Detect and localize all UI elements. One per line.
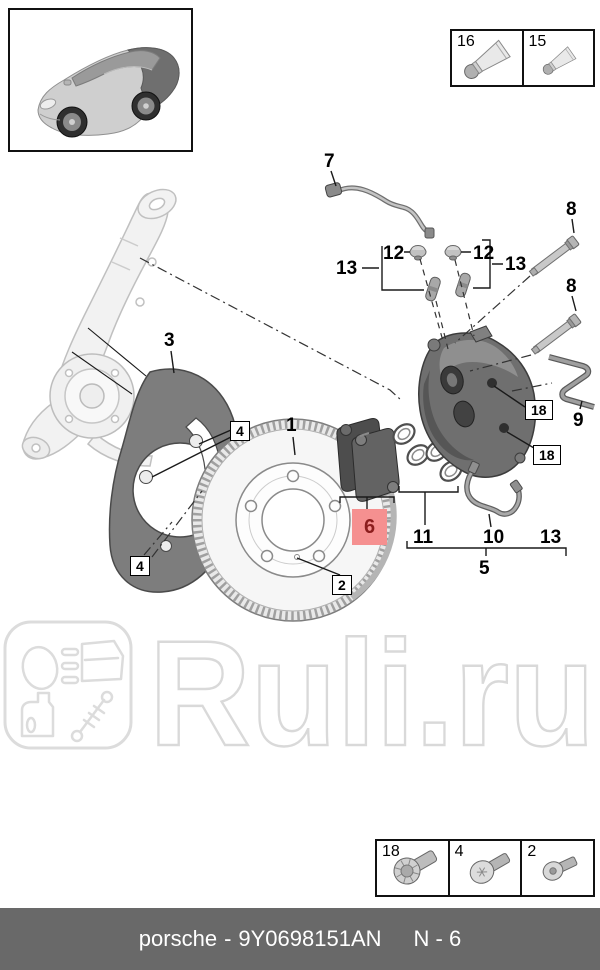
- callout-8: 8: [566, 199, 577, 220]
- legend-cell-15: 15: [524, 31, 594, 85]
- callout-12: 12: [473, 243, 495, 264]
- callout-10: 10: [483, 527, 505, 548]
- footer-separator: -: [224, 926, 232, 951]
- pin-guide-dashed-lines: [419, 258, 475, 350]
- brake-hose: [464, 460, 523, 517]
- callout-4-boxed: 4: [230, 421, 250, 441]
- guide-pin-cap: [409, 245, 427, 261]
- guide-pin-cap: [444, 245, 462, 261]
- grease-tube-small-icon: [542, 46, 576, 75]
- callout-18-boxed: 18: [525, 400, 553, 420]
- legend-cell-4: 4: [450, 841, 523, 895]
- wheel-bolt-holes: [244, 469, 342, 563]
- brake-caliper: [418, 325, 537, 478]
- callout-7: 7: [324, 151, 335, 172]
- legend-ref: 2: [527, 843, 537, 860]
- caliper-bolt-hole: [499, 423, 509, 433]
- legend-cell-2: 2: [522, 841, 593, 895]
- lubricant-legend: 16 15: [450, 29, 595, 87]
- callout-3: 3: [164, 330, 175, 351]
- callout-6-highlighted: 6: [352, 509, 388, 545]
- callout-13: 13: [540, 527, 562, 548]
- legend-ref: 4: [454, 843, 464, 860]
- footer-part-number: 9Y0698151AN: [238, 926, 382, 951]
- retaining-spring: [548, 354, 595, 410]
- brake-pads: [336, 418, 400, 502]
- legend-cell-16: 16: [452, 31, 524, 85]
- screw-legend: 18 4 2: [375, 839, 595, 897]
- callout-18-boxed: 18: [533, 445, 561, 465]
- callout-5: 5: [479, 558, 490, 579]
- callout-1: 1: [286, 415, 297, 436]
- callout-11: 11: [413, 527, 434, 548]
- leader-lines: [71, 170, 583, 576]
- assembly-axis-lines: [139, 257, 553, 558]
- footer-bar: porsche - 9Y0698151AN N - 6: [0, 908, 600, 970]
- footer-page-ref: N - 6: [413, 926, 462, 951]
- callout-12: 12: [383, 243, 405, 264]
- callout-13: 13: [505, 254, 527, 275]
- countersunk-screw-icon: [543, 856, 578, 881]
- wear-sensor-wire: [324, 182, 435, 239]
- callout-9: 9: [573, 410, 584, 431]
- brake-assembly-exploded-diagram: [21, 170, 595, 622]
- vehicle-illustration: [37, 47, 180, 138]
- footer-brand: porsche: [138, 926, 218, 951]
- callout-2-boxed: 2: [332, 575, 352, 595]
- legend-ref: 16: [457, 33, 475, 50]
- callout-8: 8: [566, 276, 577, 297]
- legend-ref: 15: [528, 33, 547, 50]
- brake-disc: [191, 418, 397, 622]
- caliper-bolt: [530, 313, 582, 355]
- guide-sleeve: [425, 276, 441, 302]
- callout-13: 13: [336, 258, 358, 279]
- flange-screw-icon: [393, 850, 438, 885]
- front-wheel: [56, 106, 88, 138]
- grease-tube-large-icon: [464, 39, 511, 79]
- pan-head-screw-icon: [469, 853, 510, 884]
- rear-wheel: [131, 91, 161, 121]
- callout-4-boxed: 4: [130, 556, 150, 576]
- vehicle-thumbnail-box: [8, 8, 193, 152]
- caliper-bolt: [528, 235, 580, 277]
- legend-cell-18: 18: [377, 841, 450, 895]
- legend-ref: 18: [382, 843, 400, 860]
